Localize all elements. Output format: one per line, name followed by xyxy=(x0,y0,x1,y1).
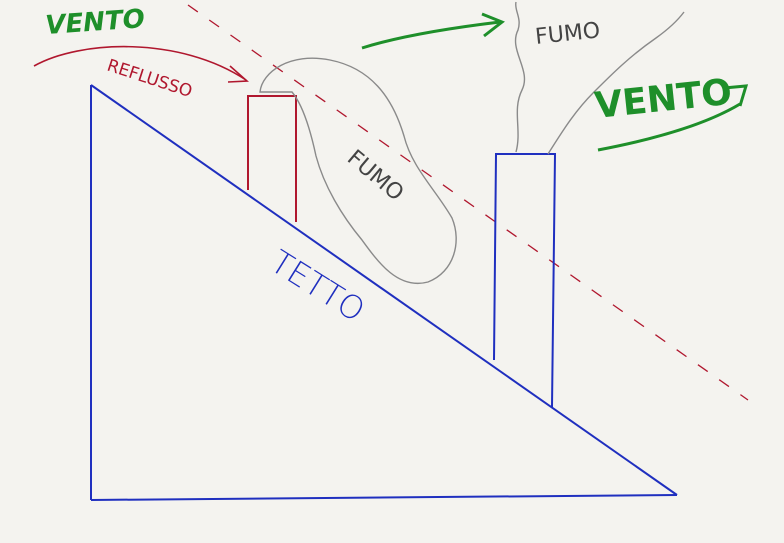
wind-arrow-right xyxy=(597,102,741,152)
tall-chimney xyxy=(493,153,557,408)
roof-base xyxy=(90,494,678,501)
rising-smoke-left xyxy=(514,1,526,153)
wind-arrow-left xyxy=(33,45,247,81)
turbulence-dashed-line xyxy=(187,4,749,401)
wind-arrow-top xyxy=(361,20,501,50)
label-wind-left: VENTO xyxy=(44,4,145,41)
backflow-smoke-cloud xyxy=(259,57,457,285)
low-chimney xyxy=(247,95,297,222)
wind-arrow-right-head xyxy=(723,84,749,107)
wind-arrow-left-head xyxy=(227,65,249,83)
roof-slope xyxy=(90,84,678,496)
rising-smoke-right xyxy=(547,11,685,155)
wind-arrow-top-head xyxy=(481,12,505,38)
